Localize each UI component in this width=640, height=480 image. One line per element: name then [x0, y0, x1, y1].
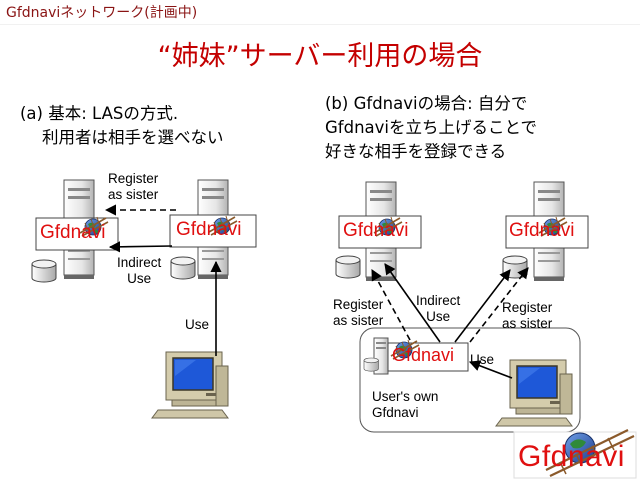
register-left-line1: Register	[333, 297, 384, 312]
panel-b-heading-line2: Gfdnaviを立ち上げることで	[325, 118, 537, 137]
register-label-line2: as sister	[108, 187, 159, 202]
use-arrow	[468, 360, 513, 379]
panel-b-heading-line3: 好きな相手を登録できる	[325, 142, 507, 161]
panel-a-heading: (a) 基本: LASの方式. 利用者は相手を選べない	[20, 102, 224, 150]
panel-a-heading-line2: 利用者は相手を選べない	[42, 128, 224, 147]
gfdnavi-box-right-text: Gfdnavi	[509, 220, 575, 241]
indirect-line2: Use	[426, 309, 451, 324]
indirect-arrow	[108, 241, 173, 253]
computer-icon	[151, 351, 229, 419]
header-divider	[0, 24, 640, 25]
panel-b-heading-line1: (b) Gfdnaviの場合: 自分で	[325, 94, 528, 113]
panel-a-diagram	[31, 179, 257, 419]
gfdnavi-logo	[513, 429, 637, 479]
register-label-left: Register as sister	[333, 297, 383, 329]
register-label-line1: Register	[108, 171, 159, 186]
register-label: Register as sister	[108, 171, 158, 203]
panel-b-heading: (b) Gfdnaviの場合: 自分で Gfdnaviを立ち上げることで 好きな…	[325, 92, 537, 164]
panel-b-diagram	[335, 181, 589, 433]
panel-a-heading-line1: (a) 基本: LASの方式.	[20, 104, 179, 123]
gfdnavi-box-own-text: Gfdnavi	[392, 345, 455, 365]
indirect-label-line1: Indirect	[117, 255, 162, 270]
header-title: Gfdnaviネットワーク(計画中)	[6, 5, 198, 21]
indirect-label: Indirect Use	[416, 293, 460, 325]
database-icon	[170, 256, 196, 280]
own-gfdnavi-caption: User's own Gfdnavi	[372, 389, 438, 421]
register-right-line2: as sister	[502, 316, 553, 331]
indirect-label: Indirect Use	[117, 255, 161, 287]
own-caption-line2: Gfdnavi	[372, 405, 419, 420]
database-icon	[363, 357, 379, 372]
register-arrow-right	[469, 267, 529, 343]
register-right-line1: Register	[502, 300, 553, 315]
register-label-right: Register as sister	[502, 300, 552, 332]
logo-text: Gfdnavi	[518, 440, 625, 473]
indirect-arrow-left	[384, 263, 441, 343]
database-icon	[31, 259, 57, 283]
gfdnavi-box-left-text: Gfdnavi	[343, 220, 409, 241]
indirect-line1: Indirect	[416, 293, 461, 308]
register-arrow-left	[371, 269, 411, 341]
indirect-arrow-right	[454, 269, 511, 343]
gfdnavi-box-right	[169, 214, 257, 248]
own-caption-line1: User's own	[372, 389, 439, 404]
register-left-line2: as sister	[333, 313, 384, 328]
gfdnavi-box-right-text: Gfdnavi	[176, 219, 242, 240]
database-icon	[335, 255, 361, 279]
slide-title: “姉妹”サーバー利用の場合	[157, 41, 483, 72]
gfdnavi-box-left-text: Gfdnavi	[40, 222, 106, 243]
indirect-label-line2: Use	[127, 271, 152, 286]
gfdnavi-box-left	[338, 215, 422, 249]
use-label: Use	[185, 317, 210, 332]
use-label: Use	[470, 352, 495, 367]
